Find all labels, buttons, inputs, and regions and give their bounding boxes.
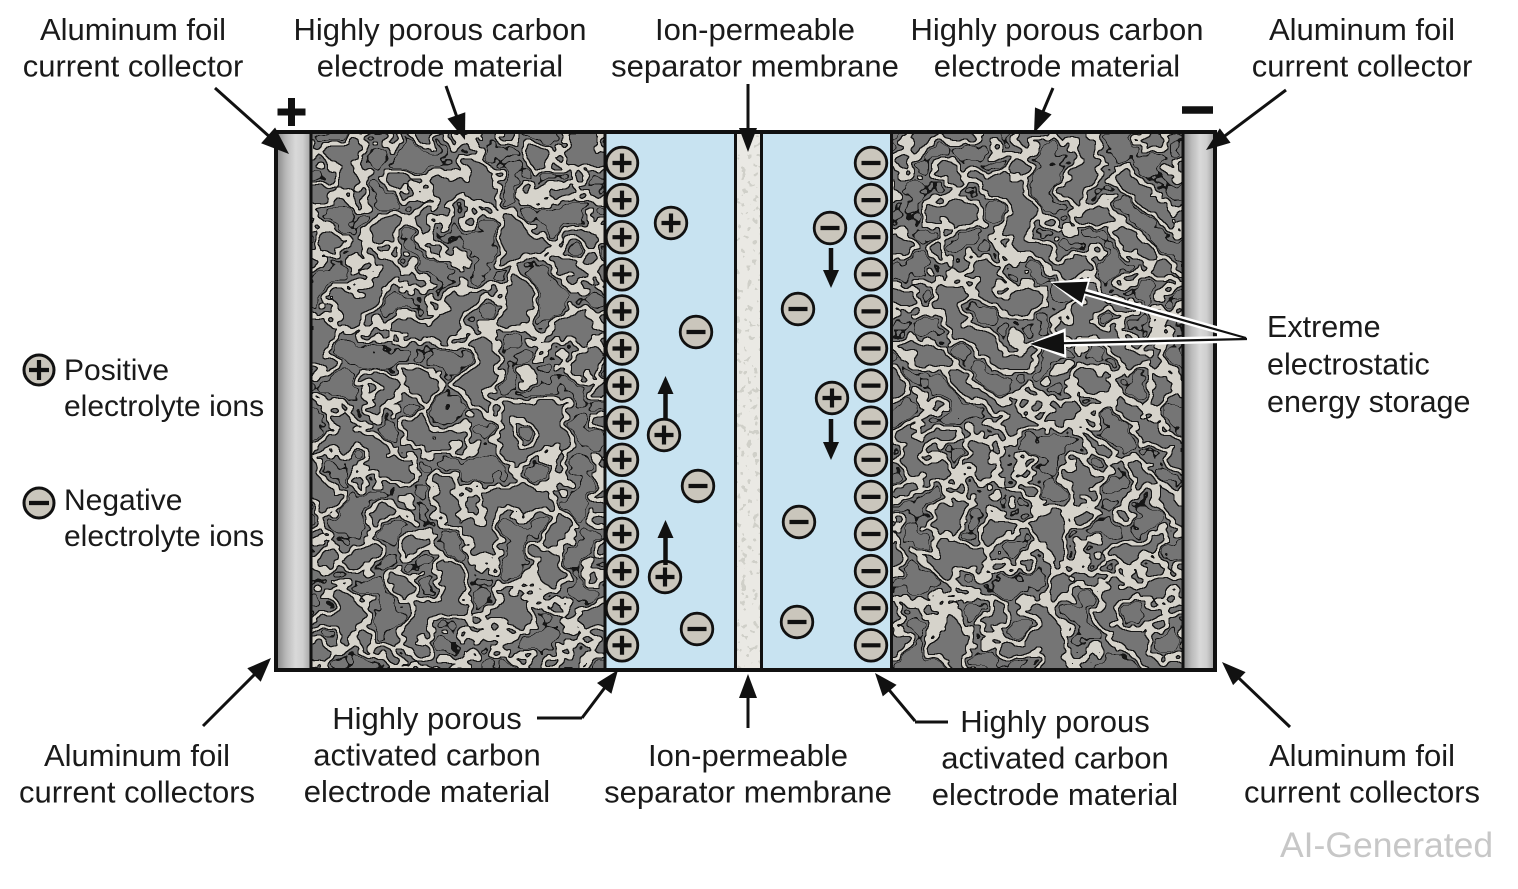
svg-text:AI-Generated: AI-Generated	[1280, 825, 1493, 865]
